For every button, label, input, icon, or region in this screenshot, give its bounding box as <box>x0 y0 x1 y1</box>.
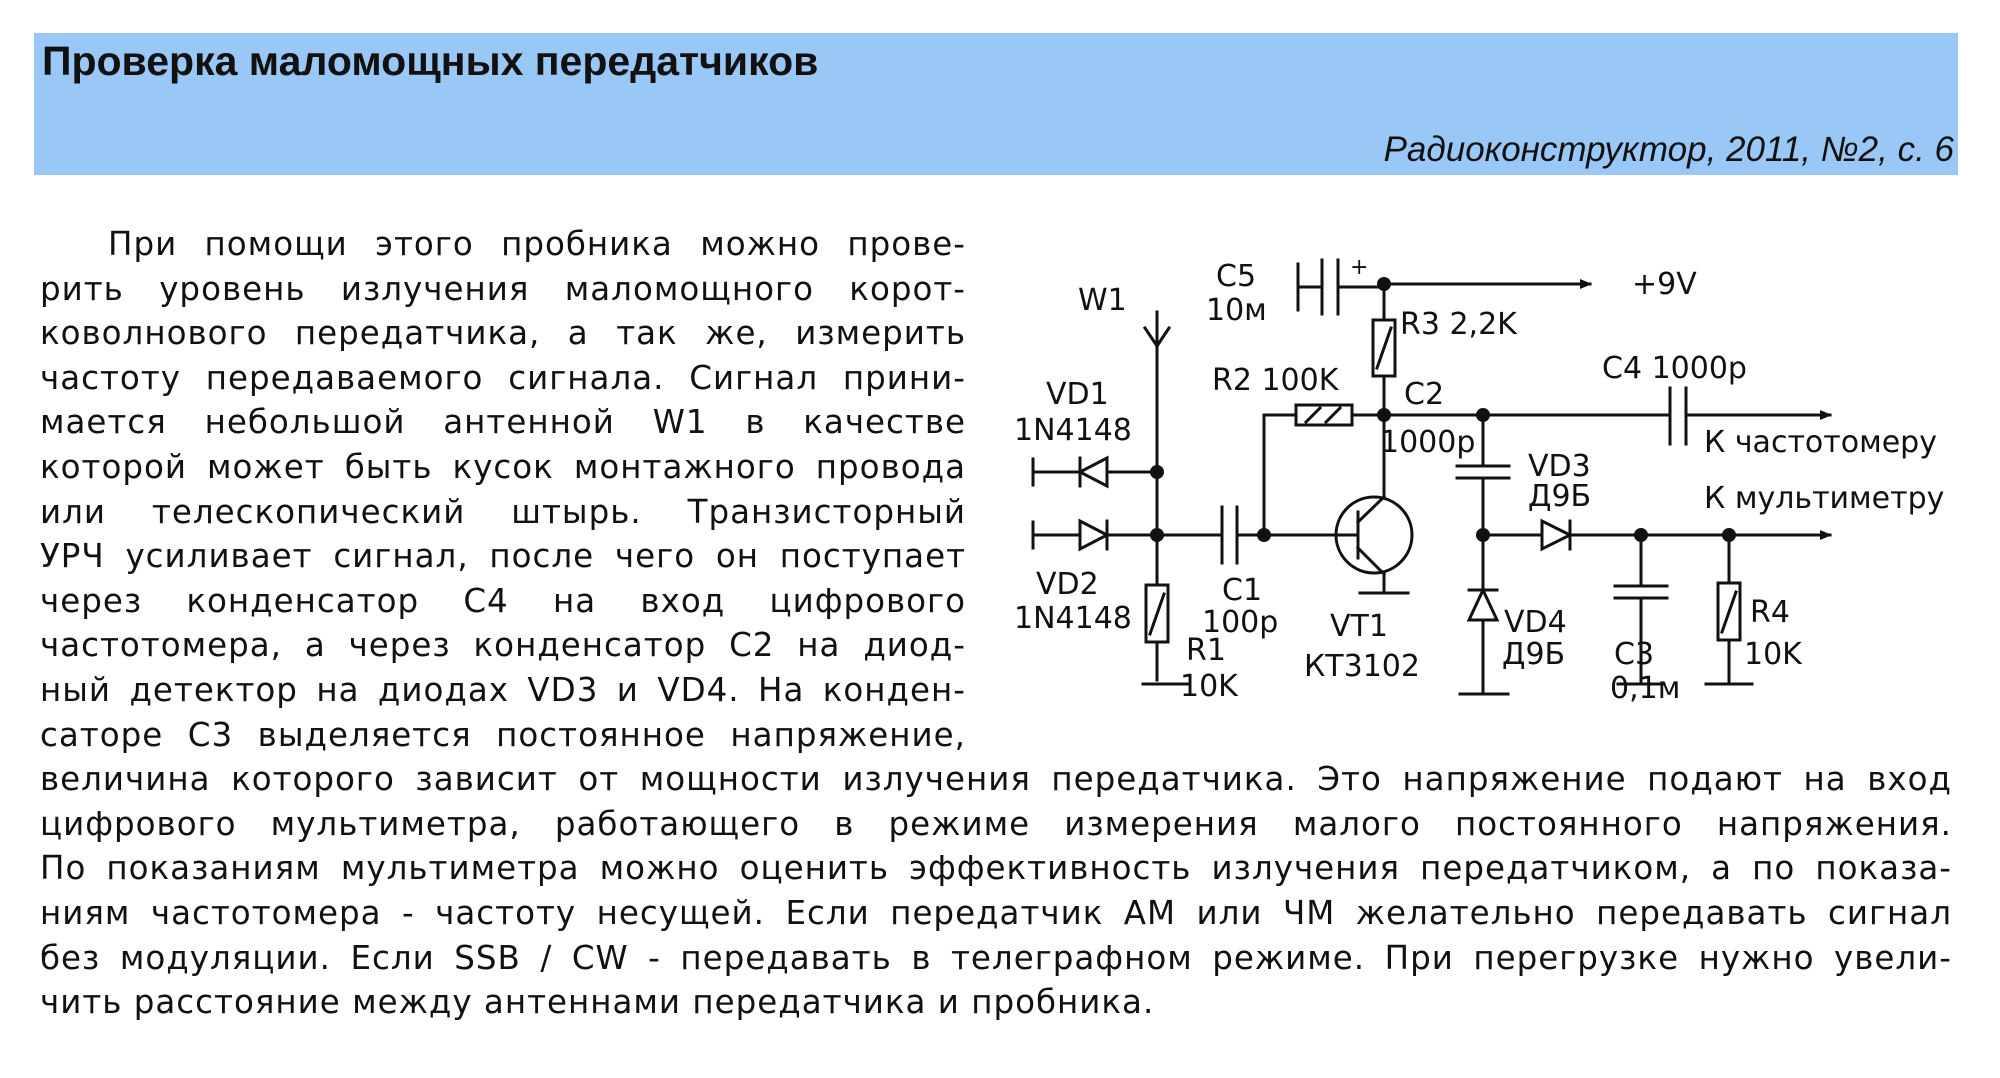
resistor-r2 <box>1294 403 1354 427</box>
schematic-svg: W1 C5 10м + +9V R3 2,2K R2 100K C2 1000p… <box>1014 255 1944 706</box>
transistor-vt1 <box>1328 494 1414 595</box>
label-r2: R2 100K <box>1212 363 1340 398</box>
label-c5-plus: + <box>1350 255 1368 280</box>
label-c3-value: 0,1м <box>1610 671 1680 706</box>
diode-vd1 <box>1031 455 1159 489</box>
text-line: или телескопический штырь. Транзисторный <box>40 492 966 531</box>
text-line: саторе С3 выделяется постоянное напряжен… <box>40 715 966 754</box>
label-vt1: VT1 <box>1330 609 1388 644</box>
capacitor-c3 <box>1613 533 1669 686</box>
resistor-r3 <box>1371 282 1397 512</box>
text-line: ниям частотомера - частоту несущей. Если… <box>40 893 1952 932</box>
page-title: Проверка маломощных передатчиков <box>42 38 819 84</box>
label-to-multimeter: К мультиметру <box>1704 481 1944 516</box>
output-line <box>1382 386 1832 446</box>
capacitor-c2 <box>1455 413 1511 696</box>
text-line: мается небольшой антенной W1 в качестве <box>40 403 966 442</box>
bias-network <box>1262 413 1386 537</box>
text-line: цифрового мультиметра, работающего в реж… <box>40 804 1952 843</box>
label-vd2: VD2 <box>1036 567 1099 602</box>
text-line: которой может быть кусок монтажного пров… <box>40 447 966 486</box>
label-supply: +9V <box>1632 267 1697 302</box>
label-r1-value: 10K <box>1180 669 1239 704</box>
label-vd1-type: 1N4148 <box>1014 413 1132 448</box>
text-line: УРЧ усиливает сигнал, после чего он пост… <box>40 537 966 576</box>
label-c3: C3 <box>1614 637 1654 672</box>
text-line: частоту передаваемого сигнала. Сигнал пр… <box>40 358 966 397</box>
text-line: По показаниям мультиметра можно оценить … <box>40 849 1952 888</box>
source-citation: Радиоконструктор, 2011, №2, с. 6 <box>1383 130 1954 169</box>
label-c1-value: 100p <box>1202 605 1278 640</box>
label-c2: C2 <box>1404 377 1444 412</box>
diode-vd3 <box>1481 518 1832 552</box>
label-to-freq-meter: К частотомеру <box>1704 425 1937 460</box>
label-vd3: VD3 <box>1528 449 1591 484</box>
text-line: через конденсатор С4 на вход цифрового <box>40 581 966 620</box>
diode-vd4 <box>1458 586 1510 696</box>
resistor-r4 <box>1704 533 1754 686</box>
text-line: величина которого зависит от мощности из… <box>40 760 1952 799</box>
text-line: При помощи этого пробника можно прове- <box>108 225 966 263</box>
text-line: ный детектор на диодах VD3 и VD4. На кон… <box>40 670 966 709</box>
title-bar: Проверка маломощных передатчиков Радиоко… <box>34 33 1958 175</box>
component-labels: W1 C5 10м + +9V R3 2,2K R2 100K C2 1000p… <box>1014 255 1944 706</box>
text-line: рить уровень излучения маломощного корот… <box>40 269 966 308</box>
article-text: При помощи этого пробника можно прове- р… <box>40 222 1952 1025</box>
text-line: частотомера, а через конденсатор С2 на д… <box>40 626 966 665</box>
full-width-paragraph: величина которого зависит от мощности из… <box>40 757 1952 1025</box>
circuit-schematic: W1 C5 10м + +9V R3 2,2K R2 100K C2 1000p… <box>990 230 1960 710</box>
capacitor-c1 <box>1155 505 1266 565</box>
label-w1: W1 <box>1078 283 1127 318</box>
label-vd4-type: Д9Б <box>1502 637 1565 672</box>
label-r4-value: 10K <box>1744 637 1803 672</box>
label-c5: C5 <box>1216 259 1256 294</box>
label-vd2-type: 1N4148 <box>1014 601 1132 636</box>
label-r3: R3 2,2K <box>1400 307 1518 342</box>
label-c1: C1 <box>1222 573 1262 608</box>
label-vd3-type: Д9Б <box>1528 479 1591 514</box>
label-vd4: VD4 <box>1504 605 1567 640</box>
resistor-r1 <box>1141 583 1192 686</box>
text-line: коволнового передатчика, а так же, измер… <box>40 314 966 353</box>
label-vt1-type: КТ3102 <box>1304 649 1420 684</box>
label-r4: R4 <box>1750 595 1790 630</box>
wrapped-paragraph: При помощи этого пробника можно прове- р… <box>40 222 1952 757</box>
label-c2-value: 1000p <box>1380 425 1475 460</box>
text-line: без модуляции. Если SSB / CW - передават… <box>40 938 1952 977</box>
text-line: чить расстояние между антеннами передатч… <box>40 983 1155 1022</box>
label-vd1: VD1 <box>1046 377 1109 412</box>
diode-vd2 <box>1031 518 1159 552</box>
label-c4: C4 1000p <box>1602 351 1747 386</box>
label-r1: R1 <box>1186 633 1226 668</box>
junction-dots <box>1150 277 1736 542</box>
label-c5-value: 10м <box>1206 293 1267 328</box>
capacitor-c5 <box>1296 258 1386 316</box>
